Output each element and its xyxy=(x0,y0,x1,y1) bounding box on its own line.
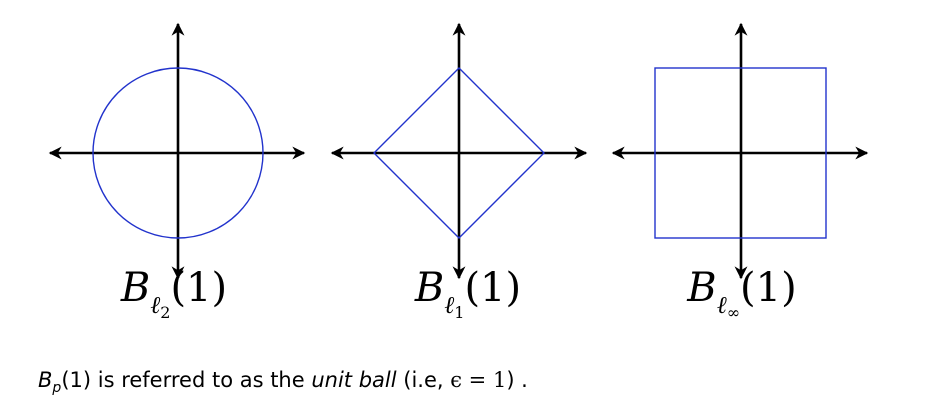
label-linf: Bℓ∞(1) xyxy=(687,265,797,322)
label-l2: Bℓ2(1) xyxy=(120,265,228,322)
caption-symbol-arg: (1) xyxy=(61,368,92,392)
caption-symbol-base: B xyxy=(38,368,53,392)
l1-unit-diamond xyxy=(373,67,545,239)
caption-text-after: ) . xyxy=(506,368,528,392)
caption-emph: unit ball xyxy=(311,368,397,392)
label-l1: Bℓ1(1) xyxy=(414,265,522,322)
caption-math: ϵ = 1 xyxy=(450,368,507,392)
caption: Bp(1) is referred to as the unit ball (i… xyxy=(38,368,528,396)
panel-l2 xyxy=(48,22,306,280)
l2-unit-circle xyxy=(92,67,264,239)
caption-text-before: is referred to as the xyxy=(91,368,312,392)
caption-paren-open: (i.e, xyxy=(396,368,451,392)
linf-unit-square xyxy=(654,67,827,239)
caption-symbol-sub: p xyxy=(52,380,62,397)
panel-l1 xyxy=(330,22,588,280)
panel-linf xyxy=(611,22,869,280)
